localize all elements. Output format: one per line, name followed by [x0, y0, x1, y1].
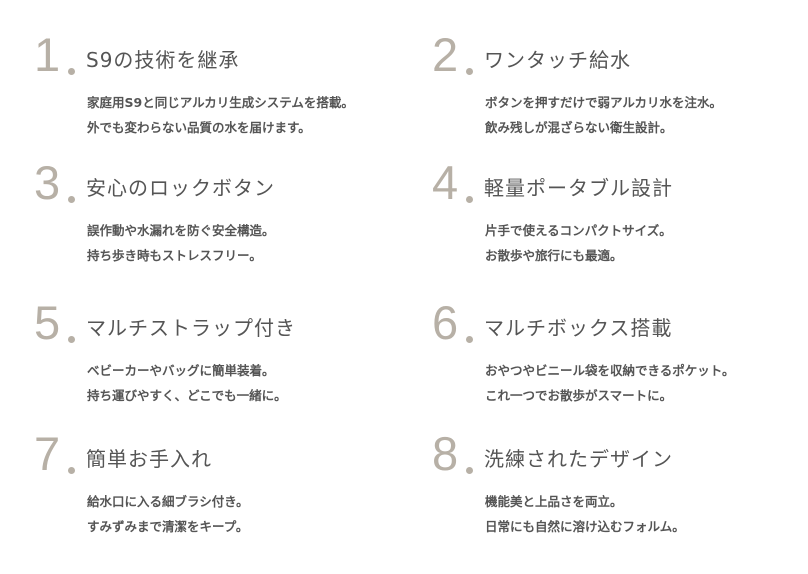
feature-title: 軽量ポータブル設計 [484, 176, 673, 200]
feature-item-4: 4 軽量ポータブル設計 片手で使えるコンパクトサイズ。お散歩や旅行にも最適。 [432, 158, 808, 276]
feature-title: マルチボックス搭載 [484, 316, 673, 340]
feature-number: 7 [34, 427, 60, 480]
feature-number: 8 [432, 427, 458, 480]
feature-item-8: 8 洗練されたデザイン 機能美と上品さを両立。日常にも自然に溶け込むフォルム。 [432, 429, 808, 547]
feature-description: 誤作動や水漏れを防ぐ安全構造。持ち歩き時もストレスフリー。 [87, 218, 275, 268]
desc-line: 給水口に入る細ブラシ付き。 [87, 494, 249, 509]
number-dot [466, 196, 473, 203]
feature-number: 5 [34, 296, 60, 349]
desc-line: 誤作動や水漏れを防ぐ安全構造。 [87, 223, 275, 238]
desc-line: 持ち歩き時もストレスフリー。 [87, 248, 262, 263]
feature-number: 1 [34, 28, 60, 81]
desc-line: 機能美と上品さを両立。 [485, 494, 623, 509]
feature-description: おやつやビニール袋を収納できるポケット。これ一つでお散歩がスマートに。 [485, 358, 735, 408]
desc-line: 外でも変わらない品質の水を届けます。 [87, 120, 311, 135]
feature-title: S9の技術を継承 [86, 48, 240, 72]
desc-line: 片手で使えるコンパクトサイズ。 [485, 223, 672, 238]
feature-item-7: 7 簡単お手入れ 給水口に入る細ブラシ付き。すみずみまで清潔をキープ。 [34, 429, 414, 547]
number-dot [466, 68, 473, 75]
feature-item-1: 1 S9の技術を継承 家庭用S9と同じアルカリ生成システムを搭載。外でも変わらな… [34, 30, 414, 148]
number-dot [68, 467, 75, 474]
desc-line: ボタンを押すだけで弱アルカリ水を注水。 [485, 95, 723, 110]
number-dot [68, 196, 75, 203]
feature-item-6: 6 マルチボックス搭載 おやつやビニール袋を収納できるポケット。これ一つでお散歩… [432, 298, 808, 416]
feature-number: 4 [432, 156, 458, 209]
desc-line: 家庭用S9と同じアルカリ生成システムを搭載。 [87, 95, 354, 110]
number-dot [466, 467, 473, 474]
desc-line: これ一つでお散歩がスマートに。 [485, 388, 673, 403]
feature-title: 簡単お手入れ [86, 447, 212, 471]
feature-number: 3 [34, 156, 60, 209]
number-dot [68, 336, 75, 343]
feature-title: ワンタッチ給水 [484, 48, 631, 72]
feature-item-5: 5 マルチストラップ付き ベビーカーやバッグに簡単装着。持ち運びやすく、どこでも… [34, 298, 414, 416]
feature-description: 給水口に入る細ブラシ付き。すみずみまで清潔をキープ。 [87, 489, 249, 539]
feature-title: 安心のロックボタン [86, 176, 275, 200]
feature-title: マルチストラップ付き [86, 316, 296, 340]
desc-line: すみずみまで清潔をキープ。 [87, 519, 249, 534]
feature-number: 2 [432, 28, 458, 81]
feature-description: 機能美と上品さを両立。日常にも自然に溶け込むフォルム。 [485, 489, 685, 539]
desc-line: 日常にも自然に溶け込むフォルム。 [485, 519, 685, 534]
feature-item-3: 3 安心のロックボタン 誤作動や水漏れを防ぐ安全構造。持ち歩き時もストレスフリー… [34, 158, 414, 276]
feature-description: ボタンを押すだけで弱アルカリ水を注水。飲み残しが混ざらない衛生設計。 [485, 90, 722, 140]
feature-item-2: 2 ワンタッチ給水 ボタンを押すだけで弱アルカリ水を注水。飲み残しが混ざらない衛… [432, 30, 808, 148]
feature-title: 洗練されたデザイン [484, 447, 673, 471]
feature-description: 片手で使えるコンパクトサイズ。お散歩や旅行にも最適。 [485, 218, 672, 268]
feature-number: 6 [432, 296, 458, 349]
feature-description: 家庭用S9と同じアルカリ生成システムを搭載。外でも変わらない品質の水を届けます。 [87, 90, 354, 140]
number-dot [68, 68, 75, 75]
feature-description: ベビーカーやバッグに簡単装着。持ち運びやすく、どこでも一緒に。 [87, 358, 287, 408]
desc-line: 飲み残しが混ざらない衛生設計。 [485, 120, 673, 135]
desc-line: お散歩や旅行にも最適。 [485, 248, 623, 263]
number-dot [466, 336, 473, 343]
desc-line: ベビーカーやバッグに簡単装着。 [87, 363, 275, 378]
desc-line: 持ち運びやすく、どこでも一緒に。 [87, 388, 287, 403]
desc-line: おやつやビニール袋を収納できるポケット。 [485, 363, 735, 378]
